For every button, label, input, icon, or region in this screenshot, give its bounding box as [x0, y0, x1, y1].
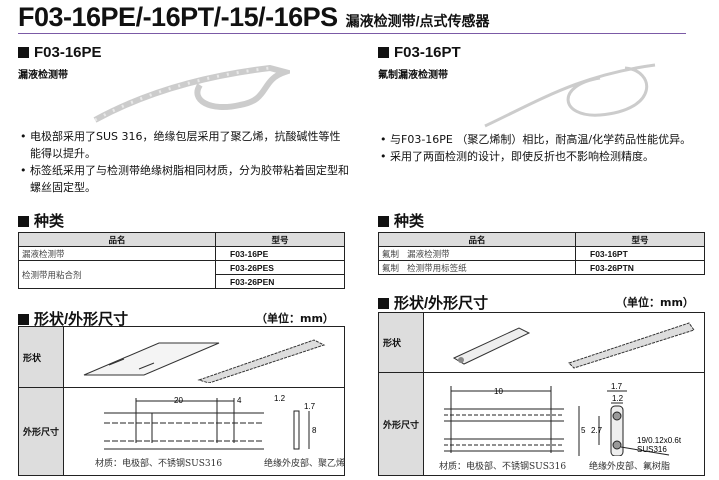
row-label: 形状	[19, 327, 64, 387]
square-bullet-icon	[18, 216, 29, 227]
col-header: 型号	[575, 232, 705, 247]
cell-prefix: 氟制	[382, 249, 400, 260]
square-bullet-icon	[378, 47, 389, 58]
dim-row: 外形尺寸 20 4 1.2 1.7 8 材质：电极部、不锈钢SUS316 绝缘外…	[19, 388, 346, 475]
wire-spec: 19/0.12x0.6t	[637, 436, 682, 445]
pt-shape-drawing	[452, 322, 695, 369]
types-heading-text: 种类	[34, 213, 65, 230]
dim-row: 外形尺寸 10 1.7 1.2 5 2.7 19/0.12x0.6t SUS31…	[379, 373, 704, 475]
cell-name: 检测带用粘合剂	[18, 260, 216, 289]
right-shape-heading: 形状/外形尺寸	[378, 292, 488, 313]
cell-name: 漏液检测带	[407, 249, 450, 260]
table-row: 氟制 检测带用标签纸 F03-26PTN	[378, 260, 705, 275]
wire-material: SUS316	[637, 445, 667, 454]
dim-5: 5	[581, 426, 586, 435]
pt-dim-drawing: 10 1.7 1.2 5 2.7 19/0.12x0.6t SUS316	[444, 382, 682, 456]
dim-20: 20	[174, 396, 183, 405]
cell-prefix: 氟制	[382, 263, 400, 274]
left-shape-table: 形状 外形尺寸 20 4 1.2 1.7 8 材质：电极部、不锈钢SUS316 …	[18, 326, 345, 476]
right-subheading: 氟制漏液检测带	[378, 70, 448, 81]
col-header: 型号	[215, 232, 345, 247]
left-heading-text: F03-16PE	[34, 44, 102, 61]
cell-name: 漏液检测带	[18, 246, 216, 261]
bullet-item: 电极部采用了SUS 316，绝缘包层采用了聚乙烯，抗酸碱性等性能得以提升。	[20, 128, 350, 162]
left-subheading: 漏液检测带	[18, 70, 68, 81]
cell-model: F03-26PTN	[575, 260, 705, 275]
dim-2-7: 2.7	[591, 426, 603, 435]
col-header: 品名	[378, 232, 576, 247]
pe-shape-drawing	[83, 339, 326, 383]
cell-model: F03-16PT	[575, 246, 705, 261]
types-heading-text: 种类	[394, 213, 425, 230]
right-types-heading: 种类	[378, 210, 424, 231]
material-electrode: 材质：电极部、不锈钢SUS316	[439, 462, 567, 472]
left-unit: （单位：mm）	[256, 312, 334, 325]
pe-tape-image	[93, 64, 290, 123]
cell-model: F03-16PE	[215, 246, 345, 261]
right-bullets: 与F03-16PE （聚乙烯制）相比，耐高温/化学药品性能优异。 采用了两面检测…	[380, 131, 710, 165]
dim-1-2: 1.2	[612, 394, 624, 403]
shape-row: 形状	[379, 313, 704, 373]
page-title: F03-16PE/-16PT/-15/-16PS 漏液检测带/点式传感器	[18, 2, 490, 33]
left-shape-heading: 形状/外形尺寸	[18, 308, 128, 329]
shape-row: 形状	[19, 327, 344, 388]
square-bullet-icon	[18, 314, 29, 325]
material-electrode: 材质：电极部、不锈钢SUS316	[95, 459, 223, 469]
dim-8: 8	[312, 426, 317, 435]
cell-model: F03-26PEN	[215, 274, 345, 289]
row-label: 外形尺寸	[379, 373, 424, 475]
dim-10: 10	[494, 387, 503, 396]
shape-heading-text: 形状/外形尺寸	[394, 295, 489, 312]
col-header: 品名	[18, 232, 216, 247]
pt-tape-image	[484, 63, 656, 128]
material-insulation: 绝缘外皮部、氟树脂	[589, 462, 671, 472]
pe-dim-drawing: 20 4 1.2 1.7 8	[104, 394, 317, 450]
bullet-item: 采用了两面检测的设计，即使反折也不影响检测精度。	[380, 148, 710, 165]
bullet-item: 与F03-16PE （聚乙烯制）相比，耐高温/化学药品性能优异。	[380, 131, 710, 148]
dim-4: 4	[237, 396, 242, 405]
dim-1-7: 1.7	[611, 382, 623, 391]
table-row: F03-26PEN	[19, 274, 345, 289]
right-heading: F03-16PT	[378, 44, 461, 61]
material-insulation: 绝缘外皮部、聚乙烯	[264, 459, 346, 469]
right-unit: （单位：mm）	[616, 296, 694, 309]
left-bullets: 电极部采用了SUS 316，绝缘包层采用了聚乙烯，抗酸碱性等性能得以提升。 标签…	[20, 128, 350, 196]
right-shape-table: 形状 外形尺寸 10 1.7 1.2 5 2.7 19/0.12x0.6t SU…	[378, 312, 705, 476]
title-model: F03-16PE/-16PT/-15/-16PS	[18, 2, 338, 32]
shape-heading-text: 形状/外形尺寸	[34, 311, 129, 328]
table-row: 氟制 漏液检测带 F03-16PT	[378, 246, 705, 261]
right-heading-text: F03-16PT	[394, 44, 461, 61]
dim-1-2: 1.2	[274, 394, 286, 403]
title-subtitle: 漏液检测带/点式传感器	[345, 13, 490, 29]
square-bullet-icon	[18, 47, 29, 58]
dim-1-7: 1.7	[304, 402, 316, 411]
square-bullet-icon	[378, 216, 389, 227]
cell-name: 检测带用标签纸	[407, 263, 467, 274]
cell-model: F03-26PES	[215, 260, 345, 275]
row-label: 形状	[379, 313, 424, 372]
left-heading: F03-16PE	[18, 44, 102, 61]
bullet-item: 标签纸采用了与检测带绝缘树脂相同材质，分为胶带粘着固定型和螺丝固定型。	[20, 162, 350, 196]
left-types-heading: 种类	[18, 210, 64, 231]
right-types-table: 品名型号 氟制 漏液检测带 F03-16PT 氟制 检测带用标签纸 F03-26PT…	[378, 232, 705, 275]
row-label: 外形尺寸	[19, 388, 64, 475]
title-divider	[18, 33, 686, 34]
square-bullet-icon	[378, 298, 389, 309]
